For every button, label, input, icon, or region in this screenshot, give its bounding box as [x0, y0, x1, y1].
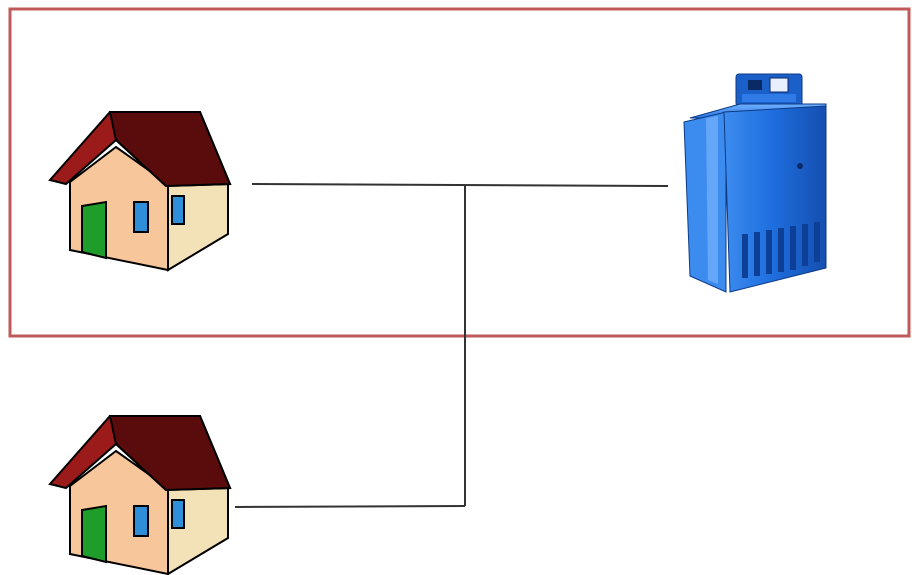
- boiler-vent-grill: [742, 222, 820, 278]
- house-icon: [49, 415, 231, 575]
- highlight-frame: [8, 7, 911, 338]
- house-icon: [49, 111, 231, 271]
- pipe-bottom-house: [234, 505, 466, 508]
- pipe-top-house-to-boiler: [251, 183, 669, 187]
- boiler-icon: [683, 73, 827, 293]
- pipe-network: [234, 183, 669, 508]
